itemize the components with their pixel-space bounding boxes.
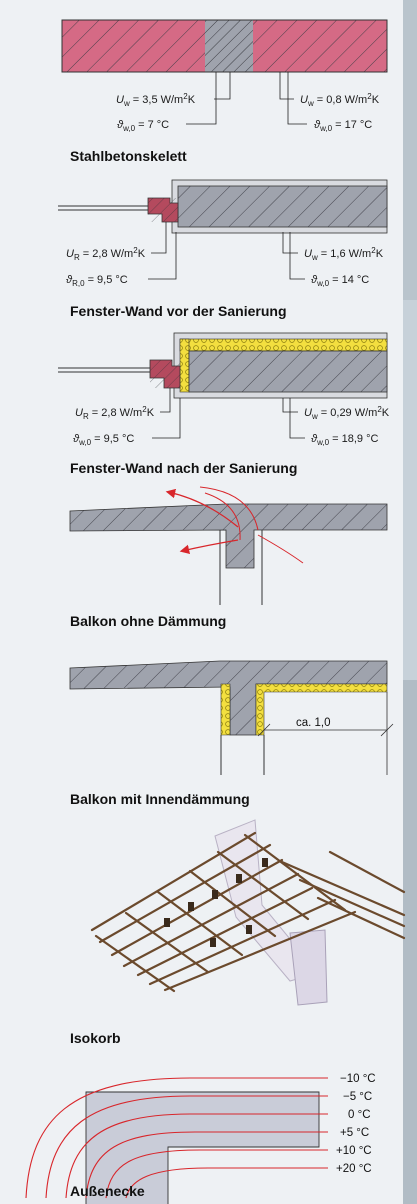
- isotherm-0: [65, 1113, 328, 1199]
- heat-flow-arrow: [179, 539, 239, 555]
- insulation-layer-side: [179, 338, 190, 393]
- isotherm-plus5: [85, 1131, 328, 1199]
- isotherm-plus10: [105, 1149, 328, 1199]
- isotherm-lines: [25, 1077, 328, 1199]
- isotherm-minus5: [45, 1095, 328, 1199]
- diagram-balkon-mit: ca. 1,0 Balkon mit Innendämmung: [69, 660, 394, 807]
- temperature-wall: ϑw,0 = 14 °C: [311, 274, 369, 288]
- concrete-hatching: [205, 20, 253, 72]
- isotherm-minus10: [25, 1077, 328, 1199]
- caption-isokorb: Isokorb: [70, 1030, 121, 1046]
- page-bleed-strip: [403, 300, 417, 680]
- caption-balkon-ohne: Balkon ohne Dämmung: [70, 613, 226, 629]
- u-value-wall: Uw = 1,6 W/m2K: [304, 246, 384, 262]
- heat-flow-arrow: [165, 488, 239, 528]
- isotherm-label: 0 °C: [348, 1109, 371, 1121]
- rebar-ties: [164, 858, 268, 947]
- u-value-frame: UR = 2,8 W/m2K: [66, 246, 146, 262]
- corner-wall: [85, 1091, 320, 1204]
- temperature-frame: ϑw,0 = 9,5 °C: [73, 433, 134, 447]
- diagram-stahlbetonskelett: Uw = 3,5 W/m2K ϑw,0 = 7 °C Uw = 0,8 W/m2…: [61, 19, 388, 164]
- diagram-fenster-vor: UR = 2,8 W/m2K ϑR,0 = 9,5 °C Uw = 1,6 W/…: [58, 179, 388, 319]
- isotherm-label: +5 °C: [340, 1127, 369, 1139]
- isotherm-label: +10 °C: [336, 1145, 372, 1157]
- insulation-wall: [220, 683, 231, 736]
- u-value-column: Uw = 3,5 W/m2K: [116, 92, 196, 108]
- u-value-wall: Uw = 0,29 W/m2K: [304, 405, 390, 421]
- diagram-aussenecke: −10 °C −5 °C 0 °C +5 °C +10 °C +20 °C Au…: [25, 1073, 376, 1204]
- page-bleed-strip: [403, 0, 417, 300]
- isotherm-label: −10 °C: [340, 1073, 376, 1085]
- leader-line: [287, 72, 307, 125]
- caption-fenster-nach: Fenster-Wand nach der Sanierung: [70, 460, 297, 476]
- u-value-wall: Uw = 0,8 W/m2K: [300, 92, 380, 108]
- isotherm-label: +20 °C: [336, 1163, 372, 1175]
- caption-aussenecke: Außenecke: [70, 1183, 145, 1199]
- masonry-hatching: [253, 20, 387, 72]
- leader-line: [214, 72, 231, 100]
- caption-balkon-mit: Balkon mit Innendämmung: [70, 791, 250, 807]
- insulation-layer-top: [179, 338, 388, 352]
- temperature-column: ϑw,0 = 7 °C: [117, 119, 169, 133]
- dimension-label: ca. 1,0: [296, 717, 331, 729]
- isokorb-photo: Isokorb: [70, 819, 406, 1046]
- insulation-ceiling: [255, 683, 388, 736]
- leader-line: [279, 72, 294, 100]
- page-bleed-strip: [403, 680, 417, 1204]
- u-value-frame: UR = 2,8 W/m2K: [75, 405, 155, 421]
- leader-line: [186, 72, 217, 125]
- diagram-balkon-ohne: Balkon ohne Dämmung: [69, 486, 388, 629]
- temperature-frame: ϑR,0 = 9,5 °C: [66, 274, 128, 288]
- temperature-wall: ϑw,0 = 17 °C: [314, 119, 372, 133]
- masonry-hatching: [62, 20, 205, 72]
- isotherm-plus20: [125, 1167, 328, 1199]
- caption-fenster-vor: Fenster-Wand vor der Sanierung: [70, 303, 287, 319]
- diagram-fenster-nach: UR = 2,8 W/m2K ϑw,0 = 9,5 °C Uw = 0,29 W…: [58, 332, 390, 476]
- temperature-wall: ϑw,0 = 18,9 °C: [311, 433, 378, 447]
- isotherm-label: −5 °C: [343, 1091, 372, 1103]
- caption-stahlbetonskelett: Stahlbetonskelett: [70, 148, 187, 164]
- rebar-bars: [90, 831, 406, 993]
